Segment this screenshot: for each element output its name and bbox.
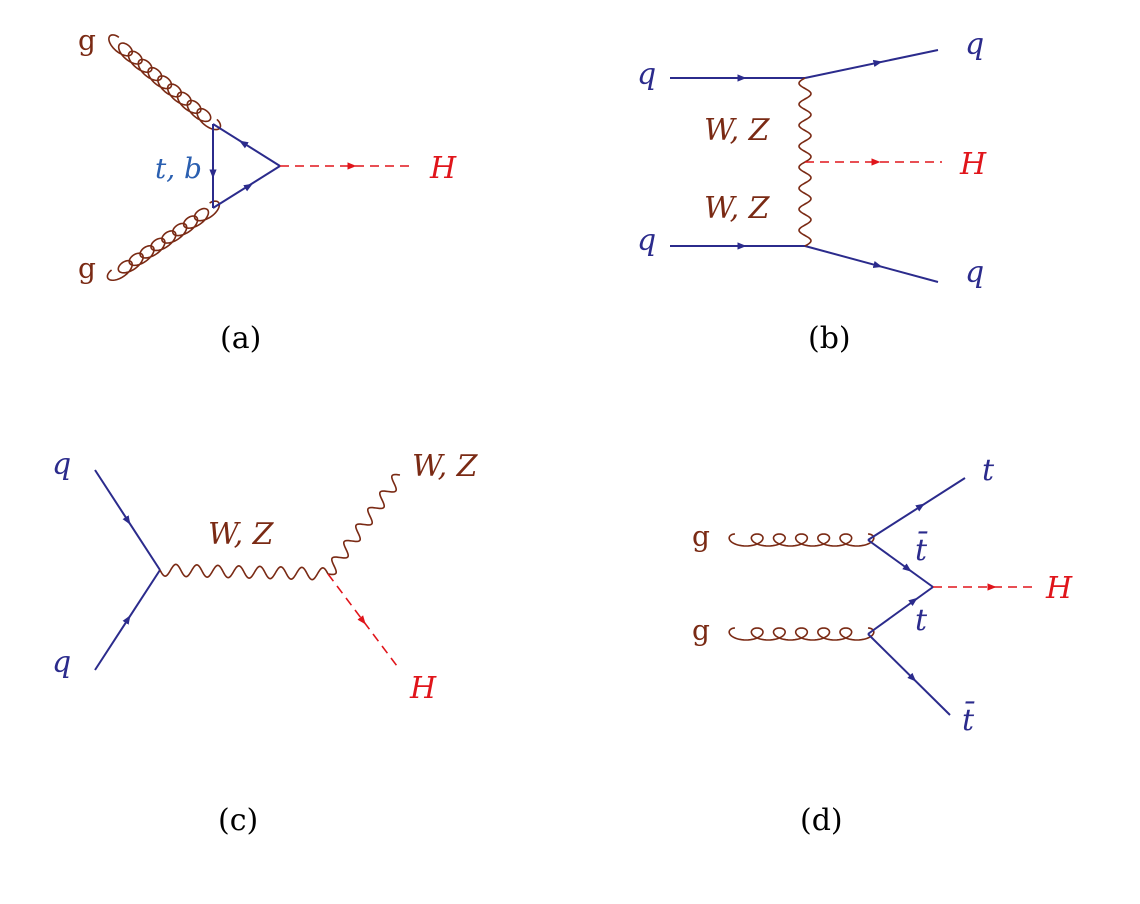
panel-c-quark-bottom-label: q [52, 645, 71, 680]
panel-d-t-inner [867, 586, 934, 635]
panel-c-boson-out [327, 473, 401, 576]
panel-b-quark-out-bottom-label: q [965, 255, 984, 290]
panel-b-higgs-label: H [959, 147, 987, 182]
panel-d-tbar-out [867, 633, 951, 716]
panel-a-gluon-top-label: g [78, 24, 96, 57]
panel-d-tbar-out-label: t̄ [962, 700, 975, 738]
panel-c-higgs-strahlung: q q W, Z W, Z H (c) [52, 447, 479, 838]
panel-d-gluon-top [728, 533, 875, 547]
panel-a-gluon-bottom-label: g [78, 252, 96, 285]
panel-a-caption: (a) [220, 321, 261, 356]
panel-a-loop-lower-edge [212, 165, 281, 209]
panel-c-higgs-label: H [409, 671, 437, 706]
panel-d-gluon-bottom-label: g [692, 614, 710, 647]
panel-b-boson-bottom-label: W, Z [704, 191, 771, 226]
panel-d-gluon-bottom [728, 627, 875, 641]
panel-c-boson-out-label: W, Z [412, 449, 479, 484]
panel-d-tth-production: g g t t̄ t t̄ H (d) [692, 453, 1073, 838]
panel-d-tbar-inner [867, 539, 934, 588]
panel-b-boson-bottom [798, 161, 812, 247]
panel-c-quark-top-label: q [52, 447, 71, 482]
panel-b-quark-out-top [804, 49, 939, 79]
panel-d-tbar-inner-label: t̄ [915, 530, 928, 568]
panel-d-top-out-label: t [982, 453, 995, 488]
panel-b-caption: (b) [808, 321, 851, 356]
panel-b-quark-out-bottom [804, 245, 939, 283]
panel-a-loop-upper-edge [212, 123, 281, 167]
panel-b-boson-top-label: W, Z [704, 113, 771, 148]
panel-d-top-out [867, 477, 966, 541]
panel-b-quark-in-bottom-label: q [637, 223, 656, 258]
panel-c-boson-propagator [159, 563, 329, 581]
panel-d-caption: (d) [800, 803, 843, 838]
panel-b-quark-in-top-label: q [637, 57, 656, 92]
panel-a-gluon-bottom [106, 200, 221, 282]
panel-d-higgs-label: H [1045, 571, 1073, 606]
panel-c-quark-top [94, 469, 161, 571]
panel-b-boson-top [798, 77, 812, 163]
panel-c-propagator-label: W, Z [208, 517, 275, 552]
panel-c-quark-bottom [94, 569, 161, 671]
panel-a-gluon-fusion: g g t, b H (a) [78, 24, 457, 356]
panel-b-quark-out-top-label: q [965, 27, 984, 62]
panel-b-vector-boson-fusion: q q q q W, Z W, Z H (b) [637, 27, 987, 356]
panel-c-caption: (c) [218, 803, 258, 838]
panel-c-higgs-line [327, 573, 401, 671]
panel-d-gluon-top-label: g [692, 520, 710, 553]
panel-a-gluon-top [108, 34, 222, 131]
panel-a-higgs-label: H [429, 151, 457, 186]
panel-d-t-inner-label: t [915, 603, 928, 638]
panel-a-loop-label: t, b [155, 152, 202, 185]
